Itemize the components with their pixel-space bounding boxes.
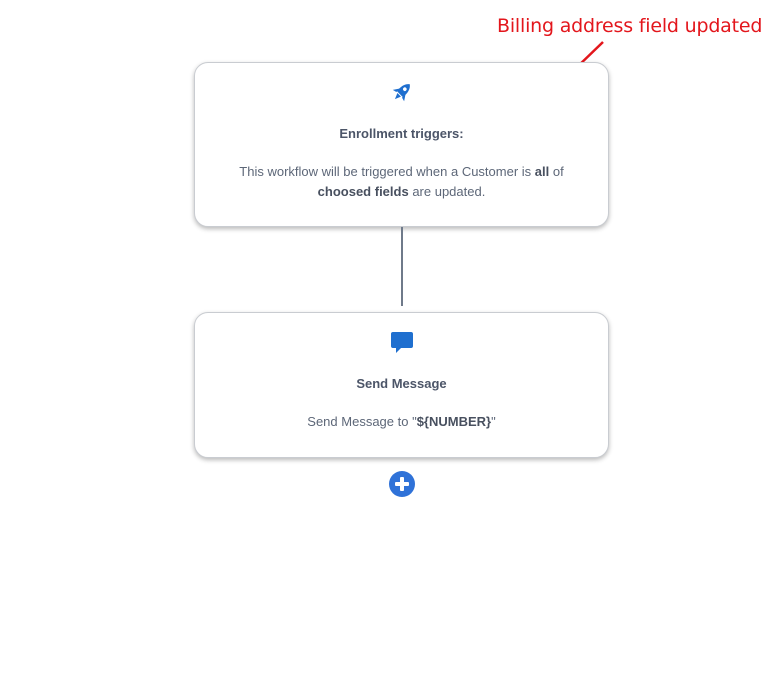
- chat-bubble-icon: [389, 329, 415, 355]
- enrollment-trigger-card[interactable]: Enrollment triggers: This workflow will …: [194, 62, 609, 227]
- trigger-title: Enrollment triggers:: [339, 126, 464, 141]
- flow-connector: [401, 227, 403, 306]
- rocket-icon: [389, 79, 415, 105]
- annotation-label: Billing address field updated: [497, 15, 763, 37]
- add-step-button[interactable]: [389, 471, 415, 497]
- trigger-description: This workflow will be triggered when a C…: [239, 164, 564, 199]
- action-title: Send Message: [356, 376, 447, 391]
- action-description: Send Message to "${NUMBER}": [307, 414, 496, 429]
- send-message-card[interactable]: Send Message Send Message to "${NUMBER}": [194, 312, 609, 458]
